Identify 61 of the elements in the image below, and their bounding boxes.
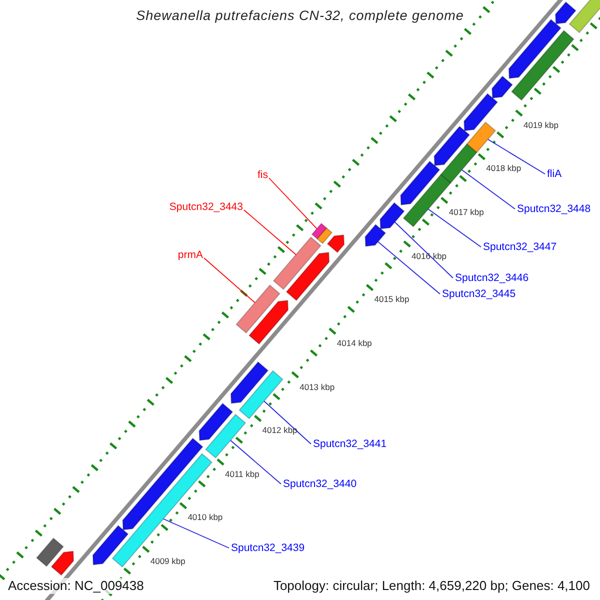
gene-feature bbox=[466, 122, 496, 154]
leader-line bbox=[230, 440, 282, 484]
position-label: 4017 kbp bbox=[448, 207, 484, 218]
gene-label: Sputcn32_3447 bbox=[483, 241, 557, 253]
gene-feature bbox=[555, 1, 576, 24]
leader-line bbox=[264, 400, 312, 444]
gene-feature bbox=[236, 284, 280, 334]
position-label: 4015 kbp bbox=[374, 294, 410, 304]
gene-feature bbox=[316, 227, 333, 244]
gene-feature bbox=[205, 414, 246, 459]
leader-line bbox=[162, 518, 230, 548]
gene-feature bbox=[510, 30, 574, 101]
gene-label: Sputcn32_3446 bbox=[455, 272, 529, 284]
gene-feature bbox=[508, 18, 562, 79]
genome-info-text: Topology: circular; Length: 4,659,220 bp; Genes: 4,100 bbox=[273, 578, 590, 594]
position-label: 4016 kbp bbox=[412, 250, 447, 261]
accession-text: Accession: NC_009438 bbox=[8, 578, 144, 594]
gene-feature bbox=[238, 370, 284, 420]
gene-feature bbox=[272, 236, 322, 290]
position-label: 4012 kbp bbox=[262, 425, 298, 436]
gene-label: Sputcn32_3445 bbox=[442, 288, 516, 300]
gene-feature bbox=[364, 224, 386, 247]
leader-line bbox=[204, 258, 256, 304]
gene-label: fis bbox=[258, 169, 268, 181]
position-label: 4018 kbp bbox=[486, 163, 522, 174]
gene-feature bbox=[50, 550, 74, 576]
gene-label: Sputcn32_3443 bbox=[169, 201, 243, 213]
gene-feature bbox=[36, 537, 64, 567]
gene-label: fliA bbox=[547, 168, 562, 180]
gene-feature bbox=[248, 300, 289, 345]
position-label: 4010 kbp bbox=[188, 512, 223, 522]
gene-label: Sputcn32_3439 bbox=[231, 542, 305, 554]
gene-feature bbox=[92, 524, 129, 566]
map-title: Shewanella putrefaciens CN-32, complete genome bbox=[136, 8, 464, 23]
gene-feature bbox=[286, 252, 330, 302]
position-label: 4019 kbp bbox=[523, 120, 558, 130]
gene-feature bbox=[434, 126, 470, 166]
leader-line bbox=[378, 241, 440, 294]
gene-feature bbox=[492, 76, 514, 98]
gene-feature bbox=[230, 361, 269, 404]
position-label: 4011 kbp bbox=[225, 468, 260, 479]
leader-line bbox=[428, 208, 482, 248]
leader-line bbox=[268, 178, 318, 230]
gene-feature bbox=[400, 160, 440, 206]
gene-feature bbox=[440, 143, 478, 184]
gene-label: prmA bbox=[178, 249, 203, 261]
gene-label: Sputcn32_3448 bbox=[517, 203, 591, 215]
gene-feature bbox=[464, 93, 498, 132]
gene-label: Sputcn32_3440 bbox=[283, 478, 357, 490]
gene-feature bbox=[198, 402, 234, 441]
position-label: 4013 kbp bbox=[300, 382, 335, 392]
position-label: 4009 kbp bbox=[150, 556, 186, 566]
leader-line bbox=[461, 169, 516, 210]
gene-feature bbox=[380, 202, 405, 230]
leader-line bbox=[394, 222, 454, 278]
leader-line bbox=[244, 210, 296, 256]
gene-label: Sputcn32_3441 bbox=[313, 438, 387, 450]
gene-feature bbox=[326, 234, 345, 254]
leader-line bbox=[488, 138, 546, 174]
gene-feature bbox=[568, 0, 600, 34]
position-label: 4014 kbp bbox=[336, 338, 372, 348]
